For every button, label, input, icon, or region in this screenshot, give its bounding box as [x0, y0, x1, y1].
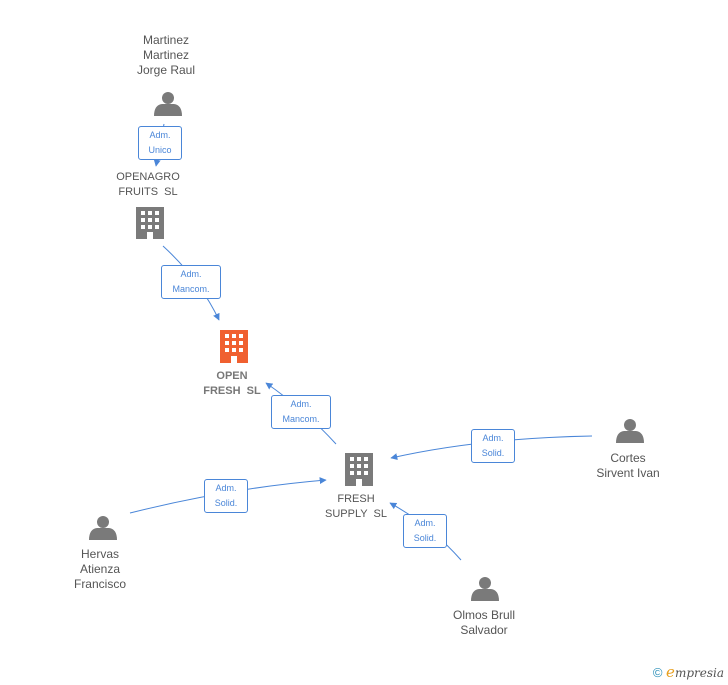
edge-label-adm-solid: Adm. Solid. [471, 429, 515, 463]
building-icon [136, 207, 164, 239]
node-label-line: Hervas [80, 547, 119, 561]
node-label-line: FRESH [337, 493, 375, 505]
node-label-line: Jorge Raul [136, 63, 196, 77]
node-label-cortes[interactable]: Cortes Sirvent Ivan [578, 451, 678, 481]
building-icon-focus [220, 330, 248, 363]
copyright-icon: © [652, 665, 663, 680]
edge-label-line: Solid. [481, 448, 505, 458]
node-label-line: FRUITS SL [118, 186, 178, 198]
edge-label-adm-mancom: Adm. Mancom. [161, 265, 221, 299]
edge-label-line: Adm. [414, 518, 436, 528]
edge-label-line: Adm. [215, 483, 237, 493]
edge-label-adm-mancom: Adm. Mancom. [271, 395, 331, 429]
edge-label-line: Mancom. [282, 414, 320, 424]
person-icon [154, 92, 182, 116]
person-icon [616, 419, 644, 443]
node-label-line: Atienza [79, 562, 121, 576]
brand-logo: empresia [666, 663, 724, 681]
edge-label-adm-solid: Adm. Solid. [204, 479, 248, 513]
node-label-line: Martinez [142, 33, 189, 47]
edge-label-line: Adm. [180, 269, 202, 279]
node-label-line: OPEN [216, 370, 248, 382]
node-label-line: OPENAGRO [116, 171, 180, 183]
edge-label-adm-solid: Adm. Solid. [403, 514, 447, 548]
person-icon [471, 577, 499, 601]
footer-brand[interactable]: © empresia [653, 663, 724, 681]
node-label-olmos[interactable]: Olmos Brull Salvador [434, 608, 534, 638]
edge-label-line: Mancom. [172, 284, 210, 294]
edge-label-line: Adm. [290, 399, 312, 409]
edge-label-line: Unico [148, 145, 172, 155]
node-label-line: SUPPLY SL [325, 508, 387, 520]
person-icon [89, 516, 117, 540]
node-label-martinez[interactable]: Martinez Martinez Jorge Raul [116, 33, 216, 78]
node-label-line: Olmos Brull [452, 608, 515, 622]
node-label-line: Francisco [73, 577, 126, 591]
node-label-line: Salvador [460, 623, 508, 637]
edge-label-line: Solid. [413, 533, 437, 543]
edge-label-line: Adm. [482, 433, 504, 443]
node-label-hervas[interactable]: Hervas Atienza Francisco [50, 547, 150, 592]
node-label-freshsupply[interactable]: FRESH SUPPLY SL [306, 492, 406, 522]
node-label-line: FRESH SL [203, 385, 261, 397]
node-label-line: Cortes [610, 451, 646, 465]
node-label-line: Martinez [142, 48, 189, 62]
node-label-line: Sirvent Ivan [596, 466, 660, 480]
node-label-openfresh[interactable]: OPEN FRESH SL [182, 369, 282, 399]
edge-label-line: Solid. [214, 498, 238, 508]
edge-label-adm-unico: Adm. Unico [138, 126, 182, 160]
edge-label-line: Adm. [149, 130, 171, 140]
node-label-openagro[interactable]: OPENAGRO FRUITS SL [98, 170, 198, 200]
building-icon [345, 453, 373, 486]
